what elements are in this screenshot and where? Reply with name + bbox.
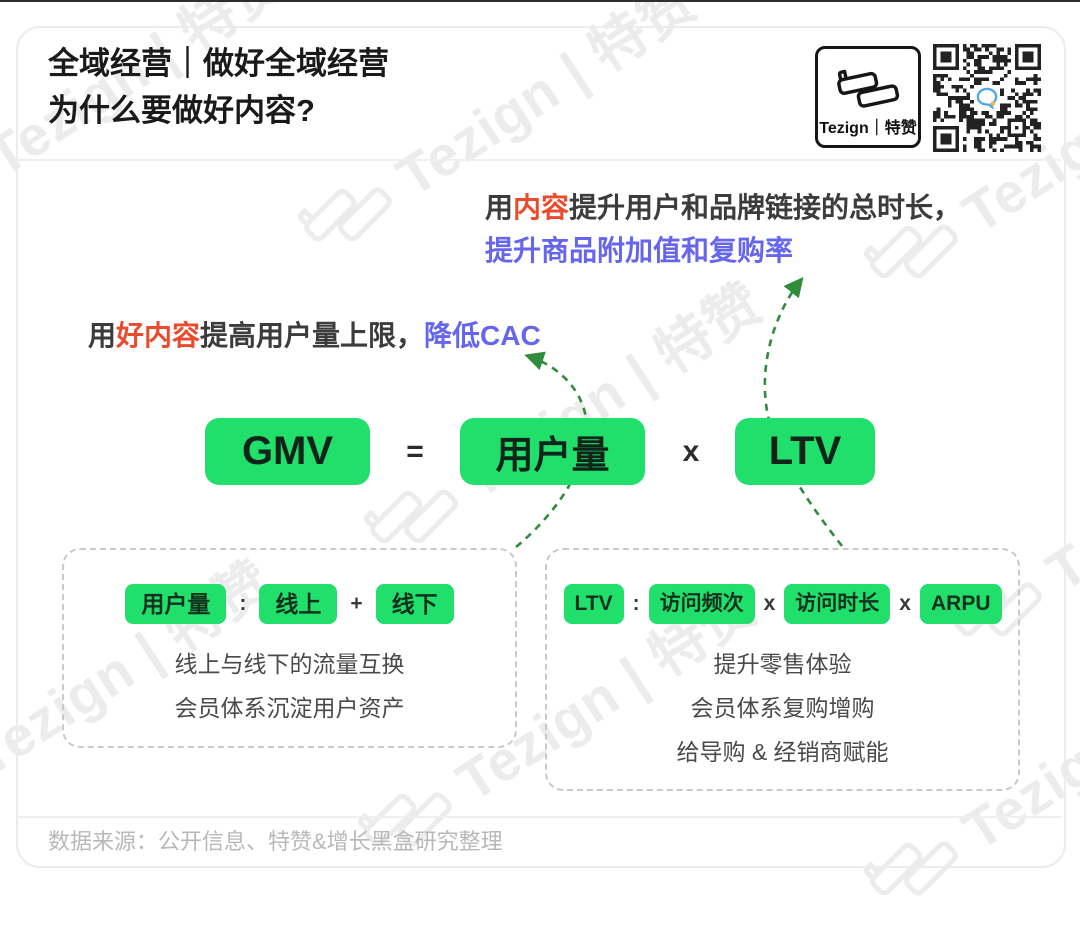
qr-code — [933, 44, 1041, 152]
tezign-logo-icon — [363, 489, 458, 543]
users-breakdown-box: 用户量 : 线上 + 线下 线上与线下的流量互换 会员体系沉淀用户资产 — [62, 548, 517, 748]
ltv-box-notes: 提升零售体验 会员体系复购增购 给导购 & 经销商赋能 — [547, 642, 1018, 774]
arpu-chip: ARPU — [919, 584, 1002, 624]
gmv-label: GMV — [241, 429, 334, 473]
users-box: 用户量 — [460, 418, 645, 485]
annotation-text: 用 — [485, 192, 514, 223]
ltv-chip: LTV — [563, 584, 624, 624]
ltv-label: LTV — [768, 429, 842, 473]
visit-duration-chip: 访问时长 — [784, 584, 891, 624]
users-chip: 用户量 — [125, 584, 227, 624]
ltv-chip-row: LTV : 访问频次 x 访问时长 x ARPU — [547, 584, 1018, 624]
annotation-highlight-red: 好内容 — [116, 320, 201, 351]
tezign-logo-icon — [863, 224, 958, 278]
ltv-box: LTV — [735, 418, 875, 485]
annotation-text: 提高用户量上限， — [200, 320, 425, 351]
header-divider — [17, 159, 1061, 161]
plus-separator: + — [350, 592, 363, 615]
note-line: 会员体系复购增购 — [690, 695, 875, 721]
times-separator: x — [763, 592, 776, 615]
offline-chip: 线下 — [375, 584, 454, 624]
tezign-watermark: Tezign | 特赞 — [285, 0, 711, 273]
page-title: 全域经营｜做好全域经营 为什么要做好内容? — [48, 40, 389, 134]
colon-separator: : — [632, 592, 640, 615]
tezign-logo-label: Tezign｜特赞 — [819, 120, 917, 137]
tezign-logo-badge: Tezign｜特赞 — [815, 46, 921, 148]
annotation-good-content: 用好内容提高用户量上限，降低CAC — [88, 314, 541, 357]
annotation-text: 用 — [88, 320, 117, 351]
annotation-highlight-purple: 降低CAC — [424, 320, 541, 351]
note-line: 给导购 & 经销商赋能 — [676, 739, 889, 765]
footer-divider — [17, 816, 1061, 818]
image-top-edge — [0, 0, 1080, 2]
equals-sign: = — [406, 434, 424, 468]
ltv-breakdown-box: LTV : 访问频次 x 访问时长 x ARPU 提升零售体验 会员体系复购增购… — [545, 548, 1020, 791]
tezign-watermark: Tezign | 特赞 — [851, 0, 1080, 310]
users-box-notes: 线上与线下的流量互换 会员体系沉淀用户资产 — [64, 642, 515, 730]
tezign-watermark: Tezign | 特赞 — [345, 563, 771, 879]
annotation-top-line1: 用内容提升用户和品牌链接的总时长， — [485, 186, 961, 229]
annotation-highlight-red: 内容 — [513, 192, 570, 223]
qr-modules — [933, 44, 1041, 152]
arrow-ltv-to-repurchase — [763, 276, 844, 547]
qr-center-logo-icon — [974, 85, 1000, 111]
tezign-logo-icon — [357, 792, 452, 846]
gmv-box: GMV — [205, 418, 370, 485]
annotation-top-line2: 提升商品附加值和复购率 — [485, 235, 794, 266]
tezign-logo-icon — [837, 69, 900, 108]
note-line: 提升零售体验 — [713, 651, 852, 677]
times-separator: x — [899, 592, 911, 615]
tezign-watermark: Tezign | 特赞 — [351, 260, 777, 576]
times-sign: x — [682, 434, 700, 468]
note-line: 会员体系沉淀用户资产 — [174, 695, 405, 721]
tezign-logo-icon — [297, 187, 392, 241]
online-chip: 线上 — [259, 584, 338, 624]
page-title-line2: 为什么要做好内容? — [48, 93, 315, 128]
visit-frequency-chip: 访问频次 — [648, 584, 755, 624]
page-title-line1: 全域经营｜做好全域经营 — [48, 46, 389, 81]
data-source-note: 数据来源：公开信息、特赞&增长黑盒研究整理 — [48, 829, 503, 854]
annotation-content-value: 用内容提升用户和品牌链接的总时长， 提升商品附加值和复购率 — [485, 186, 961, 272]
users-label: 用户量 — [495, 435, 610, 477]
annotation-text: 提升用户和品牌链接的总时长， — [569, 192, 962, 223]
users-chip-row: 用户量 : 线上 + 线下 — [64, 584, 515, 624]
note-line: 线上与线下的流量互换 — [174, 651, 405, 677]
colon-separator: : — [239, 592, 247, 615]
